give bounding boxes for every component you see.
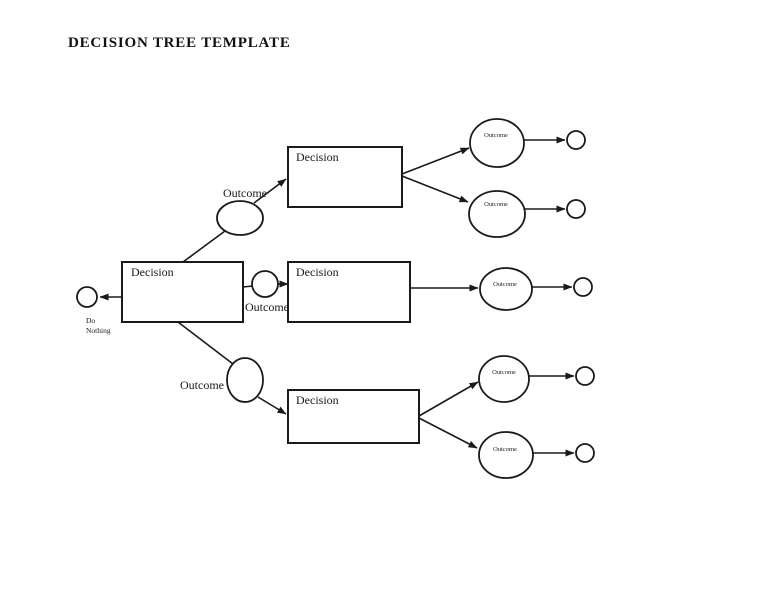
chance-node-bottom	[226, 357, 264, 403]
edge-decision-bottom-to-outcome-bottom-upper	[418, 381, 479, 417]
chance-label-middle: Outcome	[245, 300, 289, 314]
terminal-node-bottom-lower	[575, 443, 595, 463]
edge-chance-top-to-decision-top	[253, 178, 287, 204]
decision-label-bottom: Decision	[296, 393, 339, 407]
outcome-label-top-lower: Outcome	[484, 201, 508, 208]
decision-label-root: Decision	[131, 265, 174, 279]
outcome-label-bottom-lower: Outcome	[493, 446, 517, 453]
terminal-node-middle	[573, 277, 593, 297]
decision-node-top	[287, 146, 403, 208]
edge-decision-top-to-outcome-top-upper	[401, 147, 470, 175]
decision-label-top: Decision	[296, 150, 339, 164]
chance-label-bottom: Outcome	[180, 378, 224, 392]
decision-label-middle: Decision	[296, 265, 339, 279]
outcome-node-bottom-upper	[478, 355, 530, 403]
do-nothing-label-line1: Do	[86, 316, 95, 325]
terminal-node-bottom-upper	[575, 366, 595, 386]
outcome-label-bottom-upper: Outcome	[492, 369, 516, 376]
edge-chance-bottom-to-decision-bottom	[257, 396, 287, 415]
terminal-node-top-upper	[566, 130, 586, 150]
outcome-node-middle	[479, 267, 533, 311]
page-title: DECISION TREE TEMPLATE	[68, 35, 291, 51]
decision-node-middle	[287, 261, 411, 323]
chance-node-middle	[251, 270, 279, 298]
outcome-node-top-upper	[469, 118, 525, 168]
edge-root-to-chance-top	[182, 230, 226, 263]
outcome-node-top-lower	[468, 190, 526, 238]
decision-node-root	[121, 261, 244, 323]
decision-node-bottom	[287, 389, 420, 444]
terminal-node-do-nothing	[76, 286, 98, 308]
outcome-label-middle: Outcome	[493, 281, 517, 288]
terminal-node-top-lower	[566, 199, 586, 219]
chance-label-top: Outcome	[223, 186, 267, 200]
outcome-node-bottom-lower	[478, 431, 534, 479]
edge-decision-top-to-outcome-top-lower	[401, 175, 469, 203]
edge-decision-bottom-to-outcome-bottom-lower	[418, 417, 478, 449]
do-nothing-label-line2: Nothing	[86, 326, 111, 335]
edge-root-to-chance-bottom	[177, 321, 234, 365]
chance-node-top	[216, 200, 264, 236]
outcome-label-top-upper: Outcome	[484, 132, 508, 139]
